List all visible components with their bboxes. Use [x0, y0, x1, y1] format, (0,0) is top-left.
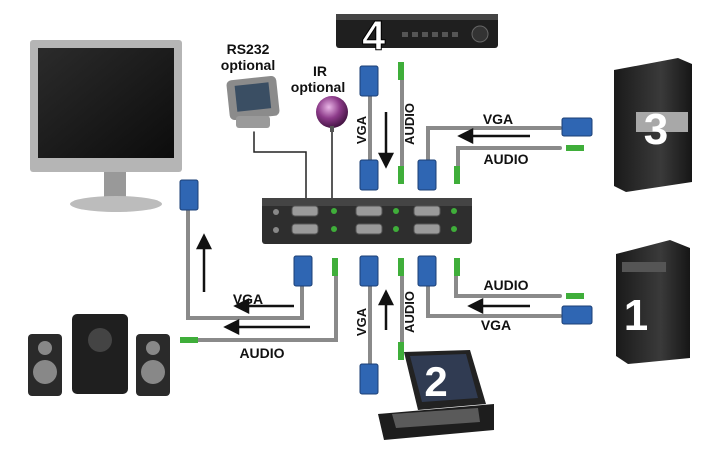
audio-label-computer3: AUDIO	[483, 151, 528, 167]
computer-number-4: 4	[362, 12, 386, 59]
vga-label-computer1: VGA	[481, 317, 511, 333]
ir-label: IR	[313, 63, 327, 79]
switch-ports	[291, 205, 441, 235]
tower-computer-3	[614, 58, 692, 192]
tower-computer-1	[616, 240, 690, 364]
arrow-up-computer2	[377, 289, 395, 330]
audio-label-computer2: AUDIO	[402, 291, 417, 333]
arrow-left-vga-monitor	[233, 297, 294, 315]
audio-label-speakers: AUDIO	[239, 345, 284, 361]
rs232-label: RS232	[227, 41, 270, 57]
vga-label-computer4: VGA	[354, 115, 369, 144]
arrow-left-vga-computer3	[457, 127, 530, 145]
computer-number-1: 1	[624, 291, 648, 340]
ir-optional-label: optional	[291, 79, 345, 95]
kvm-switch	[262, 198, 472, 244]
arrow-up-monitor	[195, 233, 213, 292]
rs232-touch-panel	[226, 75, 280, 128]
arrow-left-vga-computer1	[467, 297, 530, 315]
vga-connectors	[179, 65, 593, 395]
laptop-computer-2	[378, 350, 494, 440]
rs232-optional-label: optional	[221, 57, 275, 73]
arrow-down-computer4	[377, 112, 395, 169]
audio-label-computer1: AUDIO	[483, 277, 528, 293]
ir-receiver	[316, 96, 348, 132]
vga-label-computer2: VGA	[354, 307, 369, 336]
audio-label-computer4: AUDIO	[402, 103, 417, 145]
arrow-left-audio-speakers	[223, 318, 310, 336]
monitor	[30, 40, 182, 212]
vga-label-monitor: VGA	[233, 291, 263, 307]
audio-jacks	[180, 62, 584, 360]
dvr-computer-4	[336, 14, 498, 48]
vga-label-computer3: VGA	[483, 111, 513, 127]
switch-audio-ports	[331, 208, 457, 232]
speakers	[28, 314, 170, 396]
computer-number-2: 2	[424, 358, 447, 405]
flow-arrows	[195, 112, 530, 336]
computer-number-3: 3	[644, 105, 668, 154]
